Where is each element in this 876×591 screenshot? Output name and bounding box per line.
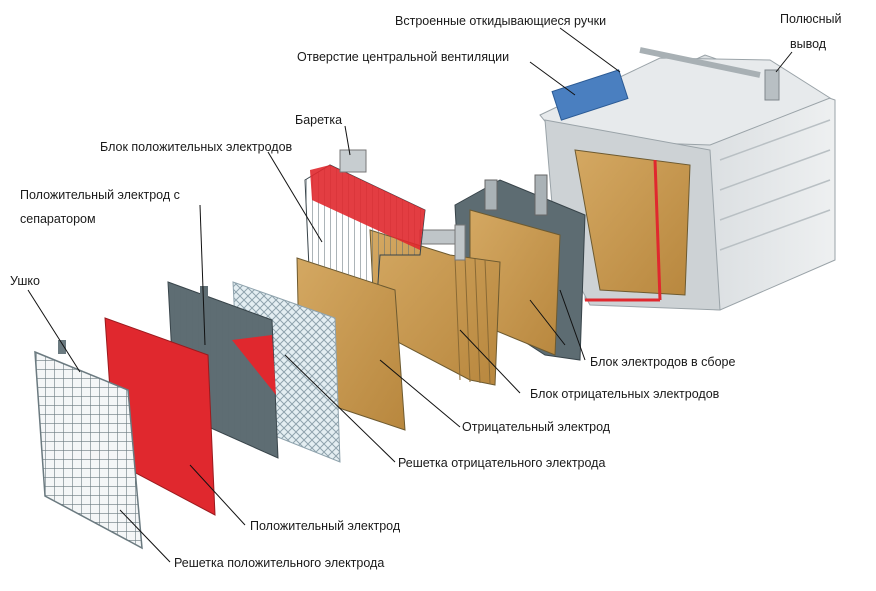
label-negative-block: Блок отрицательных электродов [530, 387, 720, 401]
leader-lines [27, 27, 793, 563]
label-lug: Ушко [10, 274, 40, 288]
label-strap: Баретка [295, 113, 343, 127]
label-pole-terminal-line1: Полюсный [780, 12, 842, 26]
label-positive-block: Блок положительных электродов [100, 140, 293, 154]
label-assembled-block: Блок электродов в сборе [590, 355, 736, 369]
label-pole-terminal-line2: вывод [790, 37, 827, 51]
label-positive-grid: Решетка положительного электрода [174, 556, 385, 570]
label-built-in-handles: Встроенные откидывающиеся ручки [395, 14, 607, 28]
label-positive-with-separator-line1: Положительный электрод с [20, 188, 180, 202]
handle-bar [639, 47, 761, 78]
label-central-vent: Отверстие центральной вентиляции [297, 50, 510, 64]
battery-label-sticker [551, 69, 629, 121]
label-negative-electrode: Отрицательный электрод [462, 420, 611, 434]
battery-case [539, 47, 836, 311]
label-positive-with-separator-line2: сепаратором [20, 212, 96, 226]
positive-grid-plate [34, 340, 143, 550]
pole-terminal-shape [764, 69, 780, 101]
label-positive-electrode: Положительный электрод [250, 519, 401, 533]
label-negative-grid: Решетка отрицательного электрода [398, 456, 606, 470]
